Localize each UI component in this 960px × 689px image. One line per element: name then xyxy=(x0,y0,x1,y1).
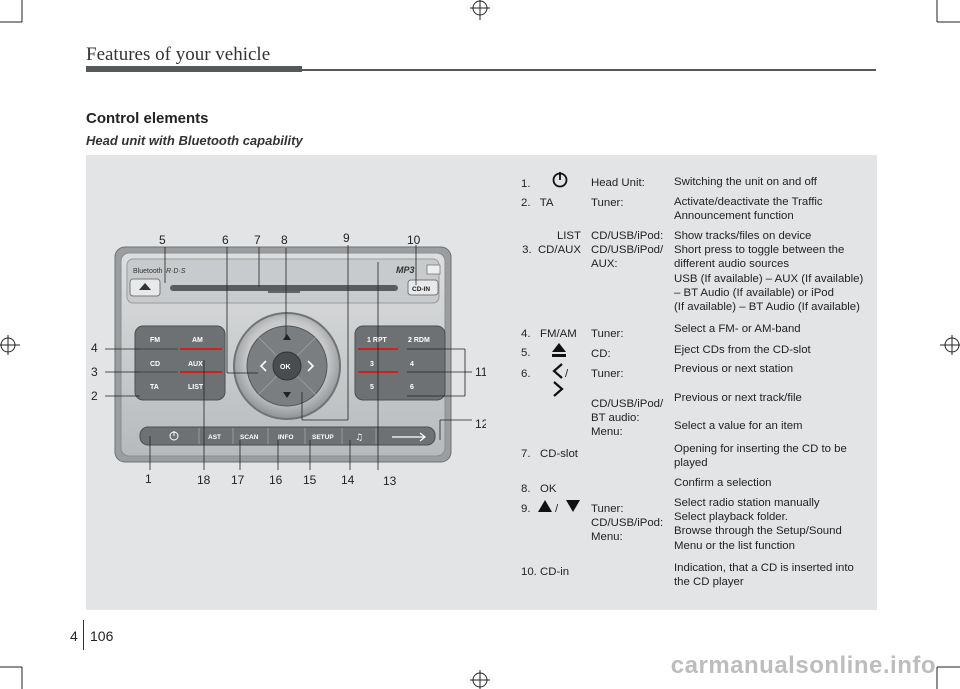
callout-3: 3 xyxy=(91,365,98,379)
setup-button[interactable]: SETUP xyxy=(312,434,334,441)
footer-divider xyxy=(83,620,84,650)
page-header-title: Features of your vehicle xyxy=(86,44,271,65)
list-item-10-num: 10. CD-in xyxy=(521,566,570,578)
preset-5-button[interactable]: 5 xyxy=(370,384,374,391)
music-note-icon[interactable]: ♫ xyxy=(355,433,363,443)
down-arrow-icon[interactable] xyxy=(283,392,291,398)
callout-5: 5 xyxy=(159,233,166,247)
list-item-1-num: 1. xyxy=(521,178,531,190)
power-icon xyxy=(552,172,568,188)
callout-14: 14 xyxy=(341,473,355,487)
previous-next-icon xyxy=(552,363,564,397)
eject-icon xyxy=(552,343,566,357)
section-title: Control elements xyxy=(86,110,209,127)
preset-2-button[interactable]: 2 RDM xyxy=(408,337,430,344)
cd-button[interactable]: CD xyxy=(150,361,160,368)
cd-slot[interactable] xyxy=(170,285,398,291)
list-item-6b-desc: Previous or next track/file Select a val… xyxy=(674,392,803,433)
list-item-1-term: Head Unit: xyxy=(591,177,645,189)
am-button[interactable]: AM xyxy=(192,337,203,344)
mp3-brand: MP3 xyxy=(396,265,415,275)
list-item-3-num: LIST 3. CD/AUX xyxy=(522,230,581,257)
head-unit-diagram: Bluetooth R·D·S MP3 CD-IN FM AM CD AUX T… xyxy=(91,231,486,488)
preset-4-button[interactable]: 4 xyxy=(410,361,414,368)
scan-button[interactable]: SCAN xyxy=(240,434,259,441)
page-number: 106 xyxy=(90,628,114,644)
header-rule xyxy=(302,69,876,71)
chapter-number: 4 xyxy=(70,628,78,644)
preset-1-button[interactable]: 1 RPT xyxy=(367,337,388,344)
fm-button[interactable]: FM xyxy=(150,337,160,344)
left-arrow-icon[interactable] xyxy=(259,360,267,372)
rds-brand: R·D·S xyxy=(166,268,186,275)
list-item-2-num: 2. TA xyxy=(521,197,554,209)
callout-8: 8 xyxy=(281,233,288,247)
callout-9: 9 xyxy=(343,231,350,245)
list-item-6-num: 6. xyxy=(521,368,531,380)
list-item-9-num: 9. xyxy=(521,503,531,515)
header-bar xyxy=(86,66,302,72)
list-item-9-term: Tuner: CD/USB/iPod: Menu: xyxy=(591,503,664,544)
list-item-5-desc: Eject CDs from the CD-slot xyxy=(674,344,811,356)
callout-16: 16 xyxy=(269,473,283,487)
section-subtitle: Head unit with Bluetooth capability xyxy=(86,133,303,148)
cd-in-indicator xyxy=(407,279,439,296)
info-button[interactable]: INFO xyxy=(278,434,294,441)
list-item-4-term: Tuner: xyxy=(591,328,624,340)
list-item-5-term: CD: xyxy=(591,348,611,360)
list-item-3-term: CD/USB/iPod: CD/USB/iPod/ AUX: xyxy=(591,230,664,271)
list-button[interactable]: LIST xyxy=(188,384,204,391)
up-down-icon xyxy=(538,500,580,512)
callout-6: 6 xyxy=(222,233,229,247)
list-item-5-num: 5. xyxy=(521,347,531,359)
callout-4: 4 xyxy=(91,341,98,355)
list-item-7-num: 7. CD-slot xyxy=(521,448,578,460)
preset-6-button[interactable]: 6 xyxy=(410,384,414,391)
svg-text:OK: OK xyxy=(280,364,291,371)
phone-icon[interactable] xyxy=(392,432,426,442)
list-item-4-num: 4. FM/AM xyxy=(521,328,577,340)
callout-13: 13 xyxy=(383,474,397,488)
list-item-8-desc: Confirm a selection xyxy=(674,477,772,489)
left-button-panel xyxy=(134,325,226,401)
callout-18: 18 xyxy=(197,473,211,487)
callout-1: 1 xyxy=(145,472,152,486)
up-arrow-icon[interactable] xyxy=(283,334,291,340)
svg-text:CD-IN: CD-IN xyxy=(412,286,430,293)
list-item-6b-term: CD/USB/iPod/ BT audio: Menu: xyxy=(591,398,664,439)
list-item-3-desc: Show tracks/files on device Short press … xyxy=(674,230,864,314)
ast-button[interactable]: AST xyxy=(208,434,221,441)
list-item-7-desc: Opening for inserting the CD to be playe… xyxy=(674,443,847,470)
list-item-6-desc: Previous or next station xyxy=(674,363,794,375)
callout-2: 2 xyxy=(91,389,98,403)
callout-12: 12 xyxy=(475,417,486,431)
preset-3-button[interactable]: 3 xyxy=(370,361,374,368)
list-item-2-term: Tuner: xyxy=(591,197,624,209)
list-item-6-separator: / xyxy=(565,368,569,380)
list-item-10-desc: Indication, that a CD is inserted into t… xyxy=(674,562,854,589)
watermark: carmanualsonline.info xyxy=(670,652,936,679)
list-item-6-term: Tuner: xyxy=(591,368,624,380)
list-item-9-separator: / xyxy=(555,503,559,515)
callout-10: 10 xyxy=(407,233,421,247)
list-item-1-desc: Switching the unit on and off xyxy=(674,176,817,188)
callout-17: 17 xyxy=(231,473,245,487)
callout-7: 7 xyxy=(254,233,261,247)
list-item-4-desc: Select a FM- or AM-band xyxy=(674,323,801,335)
bluetooth-brand: Bluetooth xyxy=(133,268,163,275)
list-item-9-desc: Select radio station manually Select pla… xyxy=(674,497,842,552)
callout-11: 11 xyxy=(475,365,486,379)
aux-button[interactable]: AUX xyxy=(188,361,203,368)
list-item-2-desc: Activate/deactivate the Traffic Announce… xyxy=(674,196,823,223)
ta-button[interactable]: TA xyxy=(150,384,159,391)
right-arrow-icon[interactable] xyxy=(307,360,315,372)
ok-button[interactable] xyxy=(272,351,302,381)
list-item-8-num: 8. OK xyxy=(521,483,557,495)
bottom-button-strip xyxy=(139,426,436,446)
right-button-panel xyxy=(354,325,446,401)
callout-15: 15 xyxy=(303,473,317,487)
